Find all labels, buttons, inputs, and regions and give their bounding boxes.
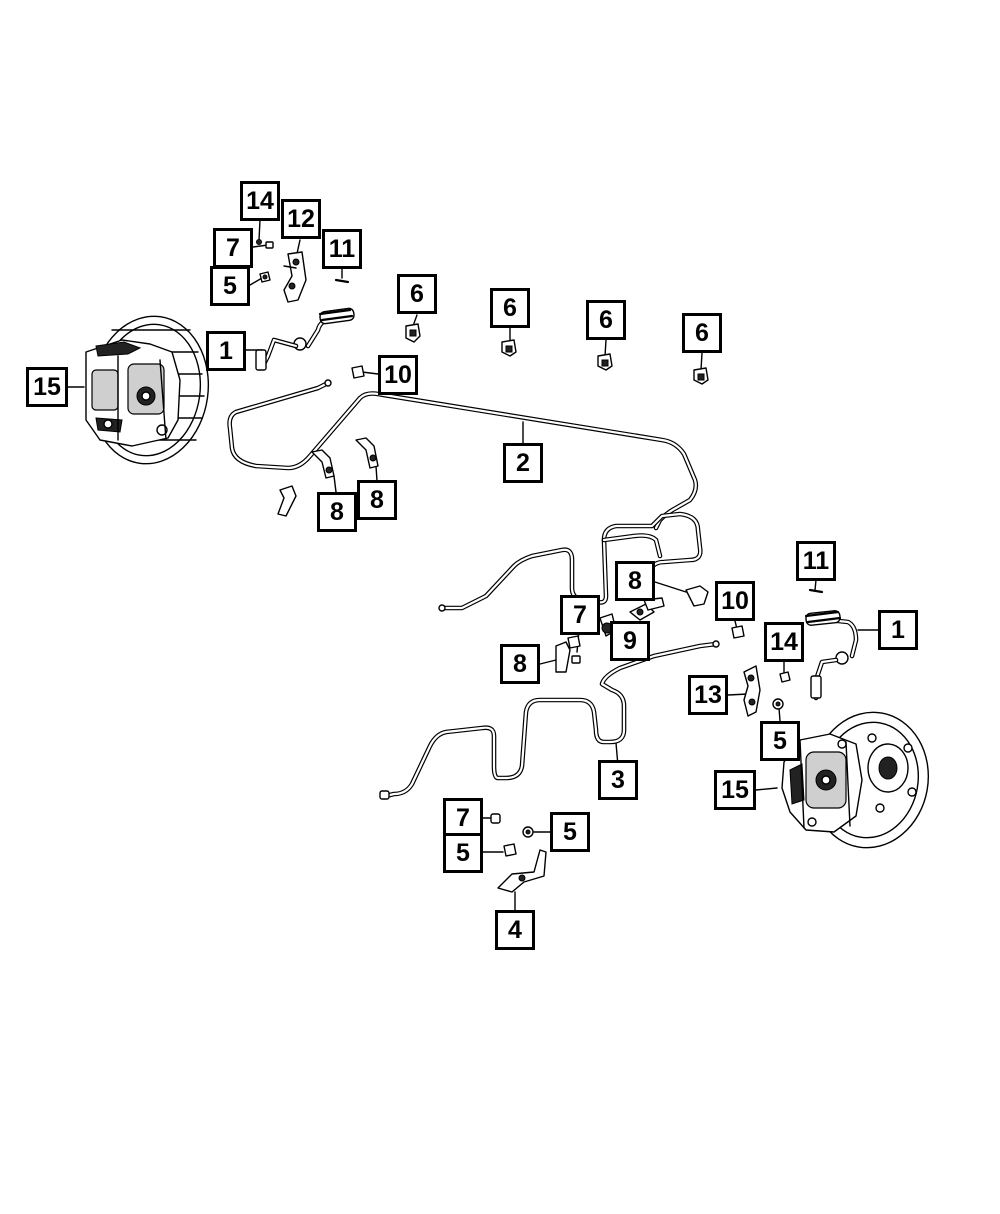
callout-4: 4 [495, 910, 535, 950]
callout-8: 8 [357, 480, 397, 520]
callout-14: 14 [764, 622, 804, 662]
callout-3: 3 [598, 760, 638, 800]
callout-15: 15 [714, 770, 756, 810]
callout-1: 1 [878, 610, 918, 650]
small-parts [256, 239, 824, 857]
callout-5: 5 [550, 812, 590, 852]
callout-8: 8 [500, 644, 540, 684]
callout-6: 6 [682, 313, 722, 353]
callout-8: 8 [615, 561, 655, 601]
callout-6: 6 [397, 274, 437, 314]
callout-15: 15 [26, 367, 68, 407]
callout-7: 7 [213, 228, 253, 268]
callout-5: 5 [210, 266, 250, 306]
callout-9: 9 [610, 621, 650, 661]
callout-11: 11 [796, 541, 836, 581]
brake-tube-upper [227, 379, 699, 531]
callout-12: 12 [281, 199, 321, 239]
brake-hose-left [255, 307, 355, 371]
brake-assembly-right [781, 711, 930, 849]
callout-6: 6 [586, 300, 626, 340]
brake-hose-right [804, 610, 859, 701]
callout-7: 7 [560, 595, 600, 635]
callout-7: 7 [443, 798, 483, 838]
bracket-13 [743, 665, 761, 717]
callout-10: 10 [715, 581, 755, 621]
bracket-12 [283, 251, 307, 303]
callout-8: 8 [317, 492, 357, 532]
callout-5: 5 [443, 833, 483, 873]
callout-6: 6 [490, 288, 530, 328]
callout-5: 5 [760, 721, 800, 761]
callout-1: 1 [206, 331, 246, 371]
callout-2: 2 [503, 443, 543, 483]
bracket-4 [497, 849, 547, 893]
callout-10: 10 [378, 355, 418, 395]
callout-11: 11 [322, 229, 362, 269]
brake-assembly-left [85, 315, 210, 465]
callout-14: 14 [240, 181, 280, 221]
brake-tube-lower [379, 511, 720, 800]
callout-13: 13 [688, 675, 728, 715]
